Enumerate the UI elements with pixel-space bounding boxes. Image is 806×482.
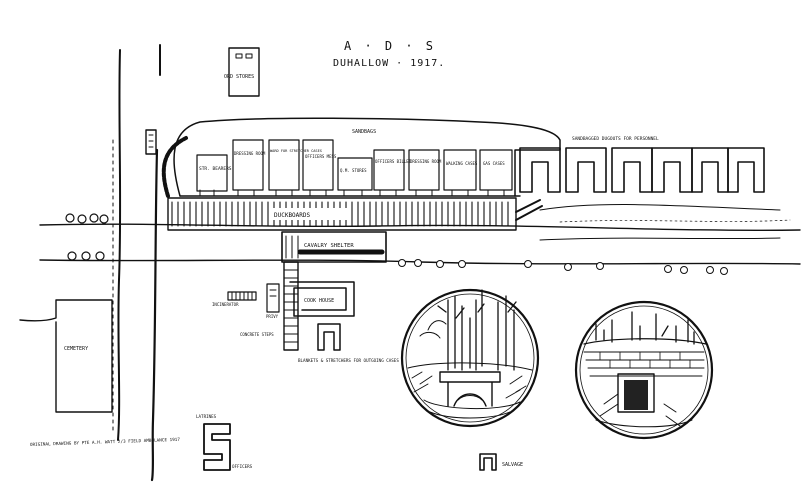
ordnance-stores: ORD STORES <box>224 47 260 97</box>
privy: PRIVY <box>266 283 280 319</box>
sandbags-label: SANDBAGS <box>352 129 376 135</box>
cemetery: CEMETERY <box>19 299 113 413</box>
room-officers-billet: OFFICERS BILLET <box>373 149 412 191</box>
cemetery-label: CEMETERY <box>64 346 88 352</box>
room-label: DRESSING ROOM <box>234 151 266 156</box>
room-label: WARD FOR STRETCHER CASES <box>270 149 322 153</box>
title-line-2: DUHALLOW · 1917. <box>333 58 445 69</box>
room-label: DRESSING ROOM <box>410 159 442 164</box>
latrines-label: LATRINES <box>196 414 217 419</box>
dugouts-label: SANDBAGGED DUGOUTS FOR PERSONNEL <box>572 136 659 142</box>
left-roads <box>112 44 161 482</box>
credit-line: ORIGINAL DRAWING BY PTE A.H. WATT 2/3 FI… <box>30 437 181 448</box>
cook-house-label: COOK HOUSE <box>304 298 334 304</box>
salvage-label: SALVAGE <box>502 462 523 468</box>
room-str-bearers: STR. BEARERS <box>196 154 232 192</box>
privy-label: PRIVY <box>266 314 279 319</box>
left-shrubs <box>65 213 109 261</box>
room-label: STR. BEARERS <box>199 166 232 172</box>
cook-house: COOK HOUSE <box>289 281 355 317</box>
blankets-store: BLANKETS & STRETCHERS FOR OUTGOING CASES <box>298 323 399 363</box>
personnel-dugouts: SANDBAGGED DUGOUTS FOR PERSONNEL <box>519 136 765 193</box>
concrete-steps: CONCRETE STEPS <box>240 332 274 337</box>
passage-steps <box>283 261 299 351</box>
room-ward-stretcher-cases: WARD FOR STRETCHER CASES <box>268 139 322 191</box>
track-shrubs <box>398 259 728 275</box>
officers-label: OFFICERS <box>232 464 253 469</box>
room-dressing-room-2: DRESSING ROOM <box>408 149 442 191</box>
room-officers-mess: OFFICERS MESS <box>302 139 337 191</box>
room-label: WALKING CASES <box>446 161 478 166</box>
ads-main-building: SANDBAGS STR. BEARERS DRESSING ROOM WARD… <box>161 117 561 231</box>
room-label: OFFICERS BILLET <box>375 159 412 164</box>
title-line-1: A · D · S <box>344 39 436 53</box>
room-qm-stores: Q.M. STORES <box>337 157 373 191</box>
cavalry-shelter-label: CAVALRY SHELTER <box>304 243 354 249</box>
incinerator-label: INCINERATOR <box>212 302 239 307</box>
vignette-dugout-sketch <box>574 300 714 440</box>
room-label: OFFICERS MESS <box>305 154 337 159</box>
incinerator: INCINERATOR <box>212 291 257 307</box>
main-track <box>39 204 801 265</box>
room-dressing-room: DRESSING ROOM <box>232 139 266 191</box>
map-title: A · D · S DUHALLOW · 1917. <box>333 39 445 69</box>
room-walking-cases: WALKING CASES <box>443 149 478 191</box>
salvage: SALVAGE <box>479 453 523 471</box>
room-label: GAS CASES <box>483 161 505 166</box>
latrines: LATRINES OFFICERS <box>196 414 253 471</box>
room-label: Q.M. STORES <box>340 168 367 173</box>
cavalry-shelter: CAVALRY SHELTER <box>281 231 387 263</box>
duckboards-label: DUCKBOARDS <box>274 212 311 219</box>
road-sign <box>145 129 157 155</box>
room-gas-cases: GAS CASES <box>479 149 513 191</box>
ord-stores-label: ORD STORES <box>224 74 254 80</box>
drawing-credit: ORIGINAL DRAWING BY PTE A.H. WATT 2/3 FI… <box>30 437 181 448</box>
blankets-label: BLANKETS & STRETCHERS FOR OUTGOING CASES <box>298 358 399 363</box>
vignette-ruins-sketch <box>400 288 540 428</box>
concrete-steps-label: CONCRETE STEPS <box>240 332 274 337</box>
